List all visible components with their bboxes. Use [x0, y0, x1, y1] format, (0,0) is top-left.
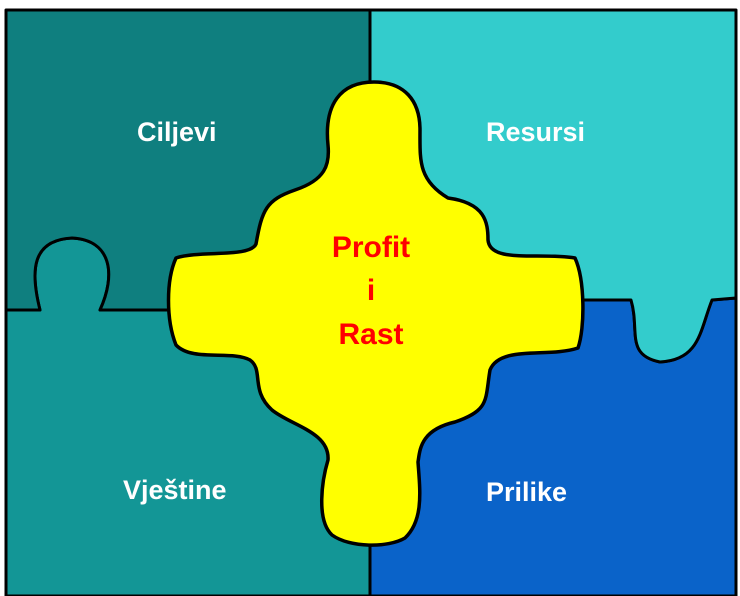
label-prilike: Prilike	[486, 477, 567, 507]
center-line-rast: Rast	[338, 318, 403, 351]
label-resursi: Resursi	[486, 117, 585, 147]
puzzle-piece-center	[166, 80, 585, 547]
center-line-profit: Profit	[332, 231, 410, 264]
label-vjestine: Vještine	[123, 475, 227, 505]
label-ciljevi: Ciljevi	[137, 117, 217, 147]
center-line-i: i	[367, 274, 375, 307]
